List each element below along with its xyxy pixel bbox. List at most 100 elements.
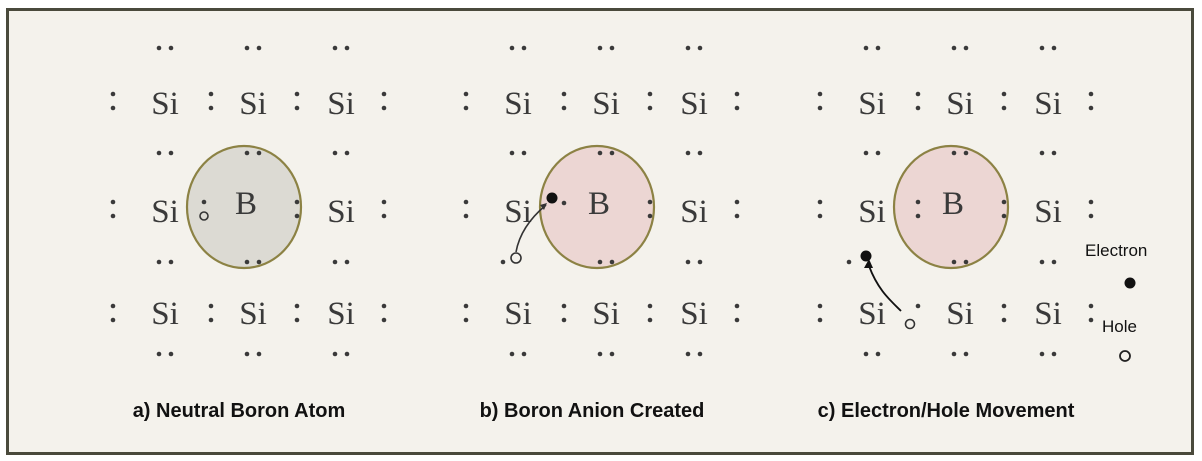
electron-path-arrow xyxy=(868,265,902,312)
valence-electron xyxy=(597,351,603,357)
silicon-atom: Si xyxy=(680,194,708,230)
valence-electron xyxy=(875,351,881,357)
valence-electron xyxy=(1039,150,1045,156)
valence-electron xyxy=(817,105,823,111)
valence-electron xyxy=(609,351,615,357)
valence-electron xyxy=(561,200,567,206)
valence-electron xyxy=(1001,105,1007,111)
valence-electron xyxy=(208,303,214,309)
valence-electron xyxy=(697,150,703,156)
valence-electron xyxy=(294,303,300,309)
valence-electron xyxy=(1088,199,1094,205)
valence-electron xyxy=(951,150,957,156)
valence-electron xyxy=(734,303,740,309)
valence-electron xyxy=(597,259,603,265)
legend-electron-icon xyxy=(1124,277,1136,289)
valence-electron xyxy=(597,150,603,156)
valence-electron xyxy=(244,259,250,265)
silicon-atom: Si xyxy=(680,296,708,332)
valence-electron xyxy=(734,105,740,111)
valence-electron xyxy=(332,150,338,156)
valence-electron xyxy=(1001,91,1007,97)
valence-electron xyxy=(1039,45,1045,51)
valence-electron xyxy=(500,259,506,265)
valence-electron xyxy=(332,45,338,51)
boron-highlight-circle xyxy=(185,144,303,270)
valence-electron xyxy=(381,199,387,205)
valence-electron xyxy=(463,303,469,309)
valence-electron xyxy=(561,91,567,97)
valence-electron xyxy=(168,45,174,51)
valence-electron xyxy=(1088,91,1094,97)
valence-electron xyxy=(208,91,214,97)
valence-electron xyxy=(1001,303,1007,309)
valence-electron xyxy=(915,199,921,205)
valence-electron xyxy=(951,45,957,51)
silicon-atom: Si xyxy=(946,86,974,122)
valence-electron xyxy=(846,259,852,265)
silicon-atom: Si xyxy=(151,194,179,230)
valence-electron xyxy=(381,317,387,323)
valence-electron xyxy=(597,45,603,51)
valence-electron xyxy=(208,105,214,111)
valence-electron xyxy=(168,259,174,265)
valence-electron xyxy=(1039,259,1045,265)
valence-electron xyxy=(201,199,207,205)
valence-electron xyxy=(915,303,921,309)
valence-electron xyxy=(963,351,969,357)
valence-electron xyxy=(294,91,300,97)
valence-electron xyxy=(875,150,881,156)
valence-electron xyxy=(1051,259,1057,265)
boron-atom: B xyxy=(942,186,964,222)
valence-electron xyxy=(817,303,823,309)
valence-electron xyxy=(561,303,567,309)
valence-electron xyxy=(244,351,250,357)
silicon-atom: Si xyxy=(504,296,532,332)
valence-electron xyxy=(1039,351,1045,357)
valence-electron xyxy=(1001,317,1007,323)
valence-electron xyxy=(256,351,262,357)
hole-marker xyxy=(199,211,209,221)
valence-electron xyxy=(817,91,823,97)
valence-electron xyxy=(1001,213,1007,219)
valence-electron xyxy=(609,45,615,51)
valence-electron xyxy=(110,303,116,309)
valence-electron xyxy=(294,105,300,111)
panel-caption: c) Electron/Hole Movement xyxy=(818,400,1075,422)
valence-electron xyxy=(256,150,262,156)
valence-electron xyxy=(463,105,469,111)
arrow-head xyxy=(864,259,873,268)
valence-electron xyxy=(963,259,969,265)
boron-highlight-circle xyxy=(892,144,1010,270)
moving-electron xyxy=(860,250,872,262)
valence-electron xyxy=(381,105,387,111)
boron-atom: B xyxy=(235,186,257,222)
valence-electron xyxy=(168,351,174,357)
valence-electron xyxy=(647,91,653,97)
valence-electron xyxy=(915,213,921,219)
valence-electron xyxy=(509,150,515,156)
valence-electron xyxy=(168,150,174,156)
valence-electron xyxy=(561,317,567,323)
valence-electron xyxy=(963,45,969,51)
valence-electron xyxy=(344,351,350,357)
silicon-atom: Si xyxy=(151,296,179,332)
valence-electron xyxy=(1088,303,1094,309)
silicon-atom: Si xyxy=(327,86,355,122)
valence-electron xyxy=(561,105,567,111)
silicon-atom: Si xyxy=(946,296,974,332)
valence-electron xyxy=(294,213,300,219)
silicon-atom: Si xyxy=(239,86,267,122)
valence-electron xyxy=(1088,105,1094,111)
valence-electron xyxy=(609,259,615,265)
valence-electron xyxy=(256,259,262,265)
valence-electron xyxy=(915,91,921,97)
valence-electron xyxy=(208,317,214,323)
valence-electron xyxy=(863,351,869,357)
valence-electron xyxy=(697,259,703,265)
valence-electron xyxy=(521,45,527,51)
legend: Electron Hole xyxy=(1085,241,1147,362)
valence-electron xyxy=(244,150,250,156)
valence-electron xyxy=(156,259,162,265)
valence-electron xyxy=(863,45,869,51)
